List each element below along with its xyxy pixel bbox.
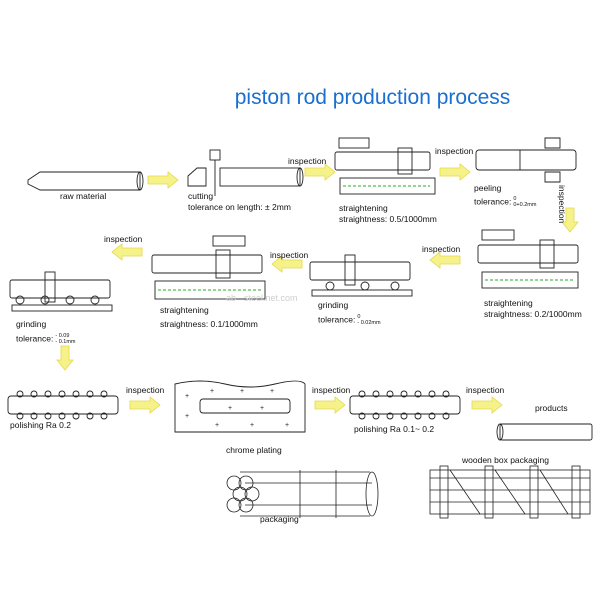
packaging-bundle <box>226 470 379 518</box>
grinding2-tol-lower: - 0.1mm <box>55 339 76 345</box>
label-grinding-2-tolerance: tolerance:- 0.09- 0.1mm <box>16 333 76 345</box>
label-inspection-3: inspection <box>557 185 567 224</box>
svg-text:+: + <box>185 393 189 400</box>
wooden-box-diagram <box>429 465 591 519</box>
watermark-text: ab - steel.net.com <box>226 293 298 303</box>
label-inspection-8: inspection <box>312 385 351 395</box>
arrow-polishing-to-products <box>471 396 503 414</box>
grinding-2-diagram <box>9 271 113 312</box>
peeling-tol-upper: 0 <box>513 196 517 202</box>
svg-text:+: + <box>240 388 244 395</box>
label-straightening-3: straightening <box>160 305 209 315</box>
label-polishing-2: polishing Ra 0.1~ 0.2 <box>354 424 435 434</box>
label-straightening-1: straightening <box>339 203 388 213</box>
label-inspection-6: inspection <box>104 234 143 244</box>
arrow-raw-to-cutting <box>147 171 179 189</box>
straightening-3-diagram <box>151 235 266 300</box>
label-chrome-plating: chrome plating <box>226 445 282 455</box>
chrome-plating-diagram: + + + + + + + + + + <box>174 380 306 433</box>
product-rod <box>496 423 593 441</box>
label-inspection-9: inspection <box>466 385 505 395</box>
svg-text:+: + <box>270 388 274 395</box>
label-products: products <box>535 403 568 413</box>
label-grinding-1: grinding <box>318 300 349 310</box>
label-raw-material: raw material <box>60 191 107 201</box>
label-packaging: packaging <box>260 514 299 524</box>
label-peeling: peeling <box>474 183 502 193</box>
straightening-1-diagram <box>334 137 436 195</box>
label-grinding-1-tolerance: tolerance:0- 0.02mm <box>318 314 381 326</box>
label-cutting: cutting <box>188 191 214 201</box>
svg-text:+: + <box>285 422 289 429</box>
label-inspection-5: inspection <box>270 250 309 260</box>
label-straightness-1: straightness: 0.5/1000mm <box>339 214 437 224</box>
grinding2-tol-text: tolerance: <box>16 333 54 344</box>
peeling-diagram <box>475 137 577 183</box>
grinding1-tol-fraction: 0- 0.02mm <box>357 314 380 326</box>
polishing-1-diagram <box>7 390 119 420</box>
page-title: piston rod production process <box>0 86 600 110</box>
label-wooden-box-packaging: wooden box packaging <box>462 455 549 465</box>
arrow-straightening2-to-grinding <box>429 251 461 269</box>
arrow-cutting-to-straightening <box>304 163 336 181</box>
grinding2-tol-fraction: - 0.09- 0.1mm <box>55 333 75 345</box>
label-polishing-1: polishing Ra 0.2 <box>10 420 71 430</box>
cutting-diagram <box>187 149 304 196</box>
peeling-tol-lower: 0+0.2mm <box>513 202 537 208</box>
label-straightness-2: straightness: 0.2/1000mm <box>484 309 582 319</box>
grinding1-tol-upper: 0 <box>357 314 361 320</box>
grinding-1-diagram <box>309 254 413 297</box>
polishing-2-diagram <box>349 390 461 420</box>
label-inspection-4: inspection <box>422 244 461 254</box>
arrow-chrome-to-polishing <box>314 396 346 414</box>
peeling-tol-text: tolerance: <box>474 196 512 207</box>
svg-text:+: + <box>250 422 254 429</box>
svg-text:+: + <box>185 413 189 420</box>
svg-text:+: + <box>260 405 264 412</box>
label-cutting-tolerance: tolerance on length: ± 2mm <box>188 202 291 212</box>
label-straightening-2: straightening <box>484 298 533 308</box>
raw-material-bar <box>27 171 144 191</box>
label-inspection-7: inspection <box>126 385 165 395</box>
label-grinding-2: grinding <box>16 319 47 329</box>
svg-text:+: + <box>215 422 219 429</box>
grinding2-tol-upper: - 0.09 <box>55 333 70 339</box>
grinding1-tol-text: tolerance: <box>318 314 356 325</box>
grinding1-tol-lower: - 0.02mm <box>357 320 381 326</box>
label-straightness-3: straightness: 0.1/1000mm <box>160 319 258 329</box>
arrow-straightening3-to-grinding <box>111 243 143 261</box>
straightening-2-diagram <box>477 229 579 289</box>
title-text: piston rod production process <box>234 86 511 109</box>
label-inspection-2: inspection <box>435 146 474 156</box>
arrow-polishing-to-chrome <box>129 396 161 414</box>
arrow-straightening1-to-peeling <box>439 163 471 181</box>
label-inspection-1: inspection <box>288 156 327 166</box>
svg-text:+: + <box>228 405 232 412</box>
svg-text:+: + <box>210 388 214 395</box>
arrow-grinding-down <box>56 345 74 371</box>
